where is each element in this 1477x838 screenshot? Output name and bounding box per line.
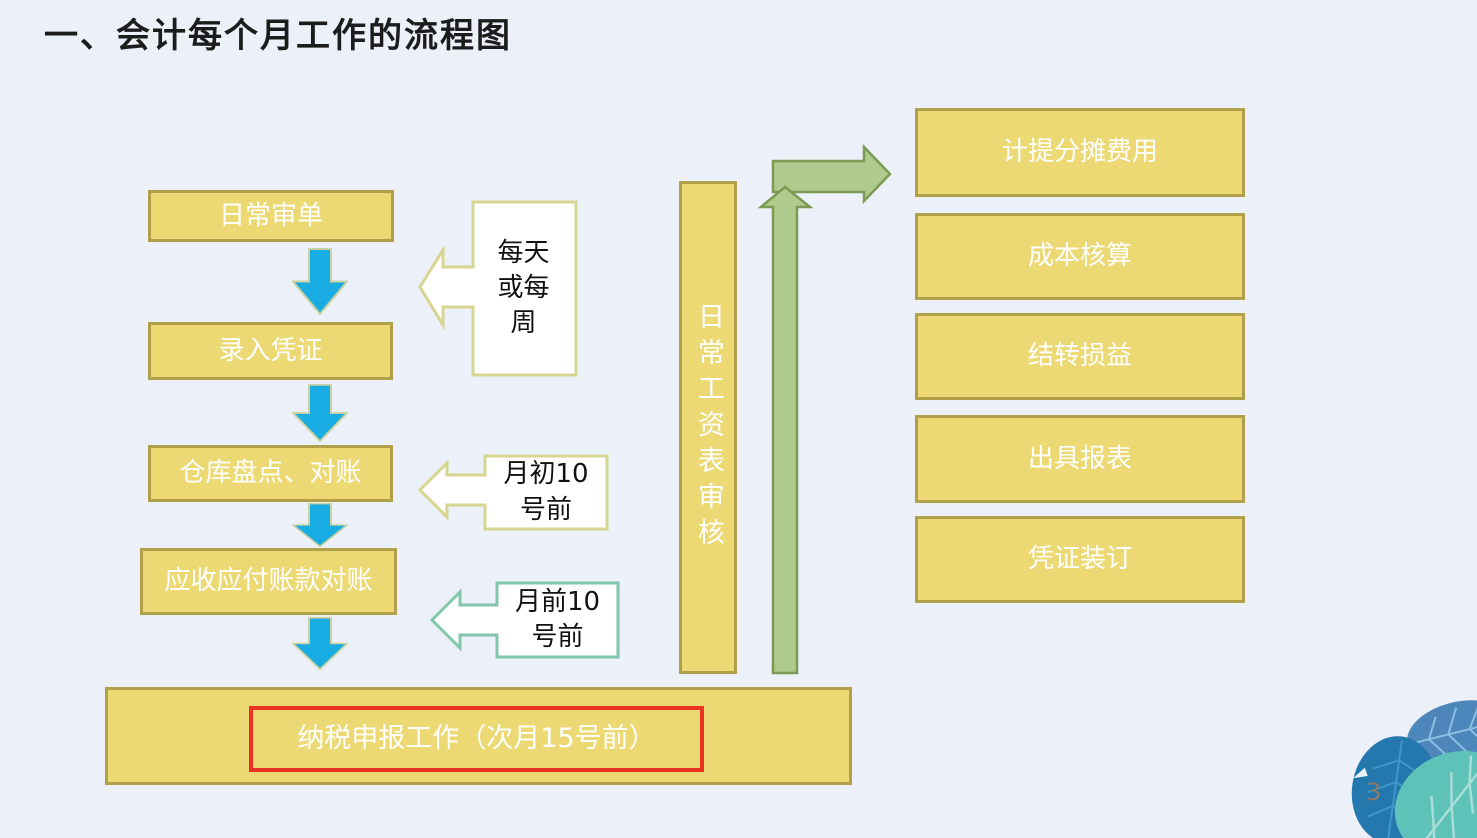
up-arrow-icon: [757, 185, 814, 675]
callout-deadline-10th: 月初10号前: [485, 456, 607, 529]
result-box-cost-accounting: 成本核算: [915, 213, 1245, 300]
step-box-warehouse-check: 仓库盘点、对账: [148, 445, 393, 502]
page-number: 3: [1366, 778, 1382, 806]
left-callout-shape: [417, 454, 609, 531]
vertical-box-payroll-review: 日常工资表审核: [679, 181, 737, 674]
step-box-enter-vouchers: 录入凭证: [148, 322, 393, 380]
result-box-voucher-binding: 凭证装订: [915, 516, 1245, 603]
result-box-accrue-expenses: 计提分摊费用: [915, 108, 1245, 197]
red-highlight-frame: 纳税申报工作（次月15号前）: [249, 706, 704, 772]
down-arrow-icon: [292, 248, 348, 315]
green-flow-arrows: [757, 143, 892, 675]
step-box-tax-filing: 纳税申报工作（次月15号前）: [105, 687, 852, 785]
step-label: 纳税申报工作（次月15号前）: [297, 723, 656, 755]
callout-label: 月初10号前: [503, 459, 589, 525]
callout-label: 月前10号前: [514, 586, 601, 652]
step-label: 录入凭证: [218, 335, 323, 366]
down-arrow-icon: [292, 617, 348, 670]
step-label: 应收应付账款对账: [164, 566, 373, 597]
step-label: 凭证装订: [1027, 544, 1132, 575]
step-label: 计提分摊费用: [1001, 137, 1158, 168]
callout-deadline-before-10th: 月前10号前: [497, 583, 618, 657]
vertical-box-label: 日常工资表审核: [692, 301, 724, 554]
left-callout-shape: [418, 200, 578, 377]
callout-frequency: 每天或每周: [471, 202, 576, 375]
step-label: 成本核算: [1027, 241, 1132, 272]
step-label: 结转损益: [1027, 341, 1132, 372]
result-box-carry-forward: 结转损益: [915, 313, 1245, 400]
step-label: 仓库盘点、对账: [179, 458, 362, 489]
step-label: 日常审单: [218, 200, 323, 231]
down-arrow-icon: [292, 384, 348, 442]
left-callout-shape: [429, 581, 620, 659]
step-box-daily-review: 日常审单: [148, 190, 394, 242]
down-arrow-icon: [292, 503, 348, 547]
slide-title: 一、会计每个月工作的流程图: [44, 16, 512, 56]
callout-label: 每天或每周: [497, 237, 550, 339]
step-label: 出具报表: [1027, 443, 1132, 474]
result-box-issue-reports: 出具报表: [915, 415, 1245, 503]
step-box-ar-ap-reconcile: 应收应付账款对账: [140, 548, 397, 615]
plant-leaves-icon: [1351, 700, 1477, 838]
